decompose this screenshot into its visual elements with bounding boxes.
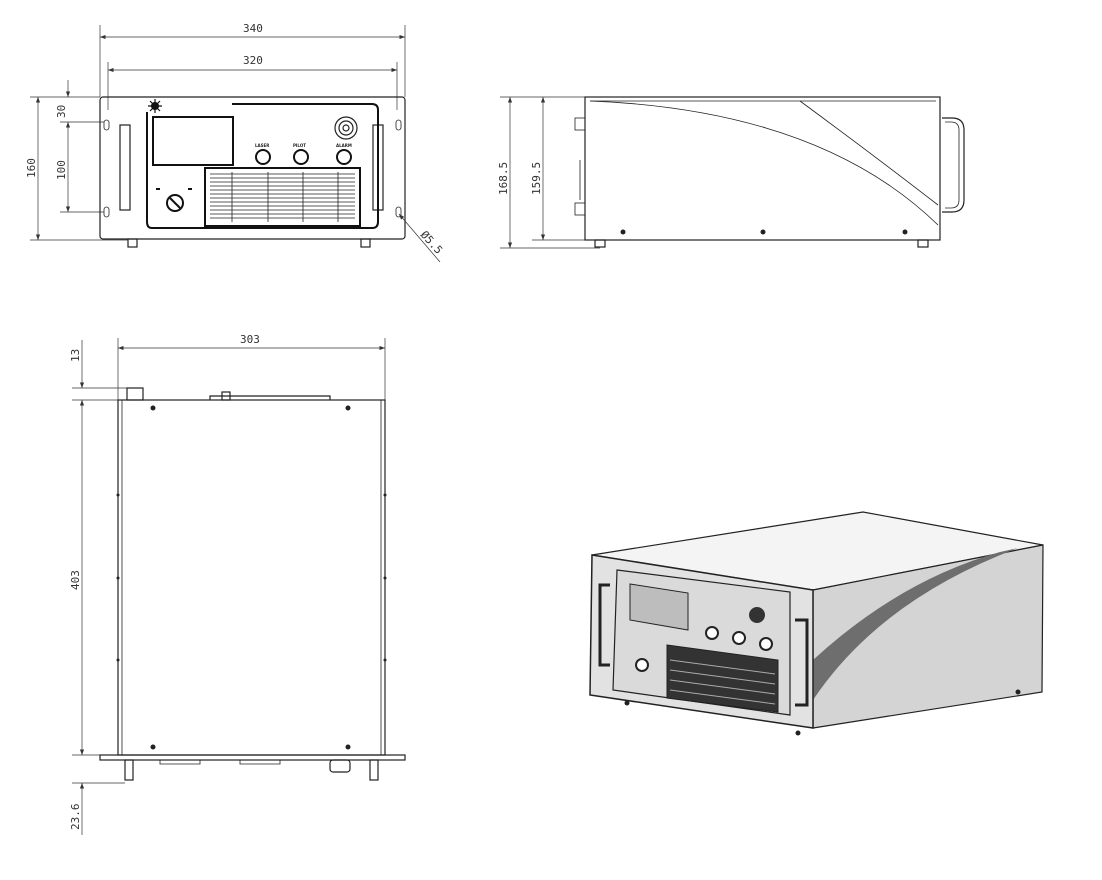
alarm-button: ALARM	[336, 143, 352, 165]
laser-warning-icon	[148, 99, 162, 113]
dim-body-height: 159.5	[530, 162, 543, 195]
display-screen	[152, 116, 234, 166]
front-view: 340 320 160 30 100 LASER	[25, 22, 445, 263]
laser-button: LASER	[255, 143, 271, 165]
side-curve-1	[589, 100, 939, 226]
dim-depth: 403	[69, 570, 82, 590]
side-curve-2	[799, 100, 939, 206]
side-view: 168.5 159.5	[497, 96, 965, 249]
dim-front-protrusion: 13	[69, 349, 82, 362]
rear-handle	[942, 117, 965, 213]
svg-text:ALARM: ALARM	[336, 143, 352, 148]
dim-height: 160	[25, 158, 38, 178]
dim-overall-width: 340	[243, 22, 263, 35]
key-switch	[156, 188, 192, 212]
dim-hole-spacing: 100	[55, 160, 68, 180]
dim-panel-width: 320	[243, 54, 263, 67]
handle-left	[119, 124, 131, 211]
vent-grille	[204, 167, 361, 227]
dim-top-offset: 30	[55, 105, 68, 118]
dim-rear-protrusion: 23.6	[69, 804, 82, 831]
dim-width: 303	[240, 333, 260, 346]
svg-text:PILOT: PILOT	[293, 143, 306, 148]
svg-text:LASER: LASER	[255, 143, 269, 148]
dim-overall-height: 168.5	[497, 162, 510, 195]
pilot-button: PILOT	[293, 143, 309, 165]
fiber-output-connector	[334, 116, 358, 140]
top-view: 303 13 403 23.6	[69, 333, 406, 835]
isometric-view	[589, 511, 1044, 736]
